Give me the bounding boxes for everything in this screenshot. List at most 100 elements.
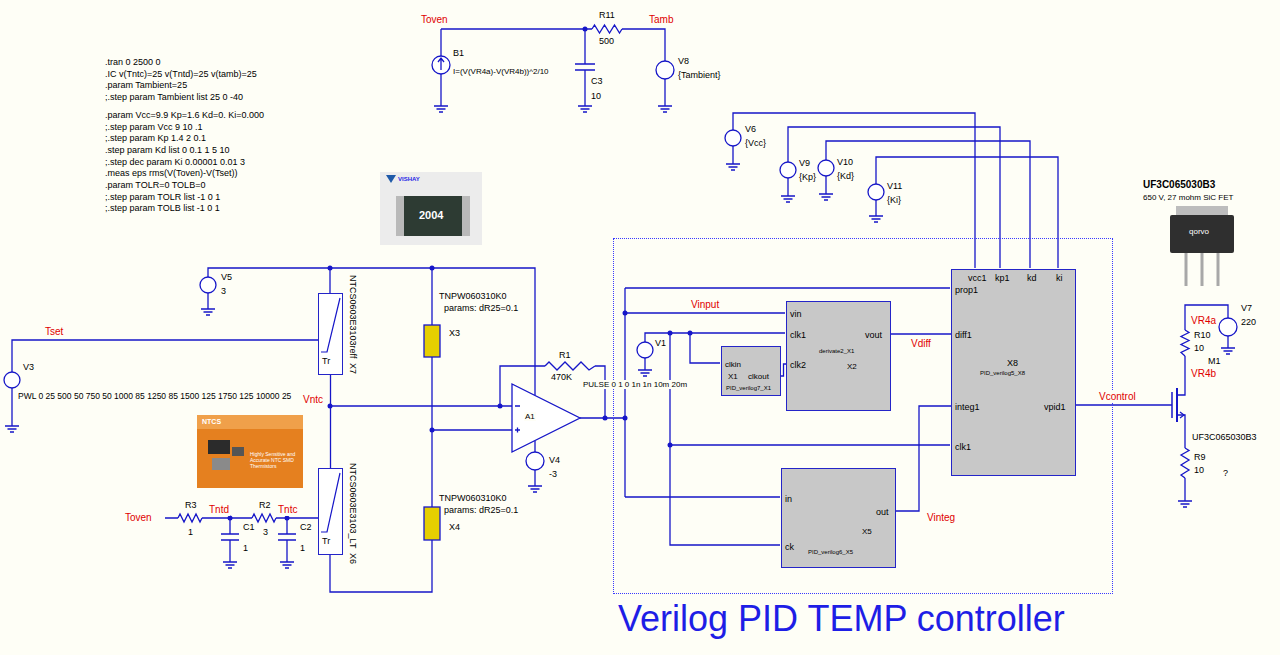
net-label: Tntd bbox=[208, 504, 230, 516]
part-label: A1 bbox=[524, 412, 536, 421]
photo-text: Highly Sensitive and Accurate NTC SMD Th… bbox=[250, 452, 300, 469]
part-label: {Kp} bbox=[798, 172, 817, 182]
part-label: V4 bbox=[548, 455, 561, 465]
part-label: NTCS0603E3103_LT bbox=[348, 462, 358, 549]
net-label: Vcontrol bbox=[1098, 391, 1137, 403]
part-label: R1 bbox=[558, 350, 572, 360]
spice-directive: ;.step param Tambient list 25 0 -40 bbox=[104, 92, 244, 102]
part-label: M1 bbox=[1207, 356, 1222, 366]
ground-symbol bbox=[223, 556, 237, 568]
part-label: 10 bbox=[590, 91, 602, 101]
junction-dot bbox=[623, 311, 628, 316]
pin-label: vcc1 bbox=[968, 273, 987, 283]
wire bbox=[330, 405, 512, 406]
pin-label: clk2 bbox=[790, 360, 806, 370]
pin-label: in bbox=[785, 494, 792, 504]
part-label: ? bbox=[1222, 468, 1229, 478]
net-label: VR4a bbox=[1190, 315, 1217, 327]
wire bbox=[788, 127, 1000, 268]
ground-symbol bbox=[5, 100, 1235, 568]
ground-symbol bbox=[5, 420, 19, 432]
wire bbox=[876, 157, 1058, 268]
net-label: Vinput bbox=[690, 299, 720, 311]
part-label: V7 bbox=[1240, 303, 1253, 313]
spice-directive: ;.step param Vcc 9 10 .1 bbox=[104, 122, 204, 132]
net-label: Vinteg bbox=[926, 512, 956, 524]
part-label: UF3C065030B3 bbox=[1191, 432, 1258, 442]
pin-label: prop1 bbox=[955, 285, 978, 295]
net-label: Tntc bbox=[277, 504, 298, 516]
ground-symbol bbox=[819, 188, 833, 200]
photo-text: qorvo bbox=[1189, 227, 1209, 236]
spice-directive: .IC v(Tntc)=25 v(Tntd)=25 v(tamb)=25 bbox=[104, 69, 258, 79]
resistor-symbol bbox=[592, 25, 622, 33]
ground-symbol bbox=[528, 480, 542, 492]
source-symbol bbox=[526, 452, 544, 470]
part-label: UF3C065030B3 bbox=[1142, 179, 1216, 191]
spice-directive: ;.step dec param Ki 0.00001 0.01 3 bbox=[104, 157, 246, 167]
ground-symbol bbox=[658, 100, 672, 112]
source-symbol bbox=[4, 372, 20, 388]
net-label: Toven bbox=[124, 512, 153, 524]
pin-label: kd bbox=[1027, 273, 1037, 283]
wire-connector bbox=[896, 406, 951, 511]
wire bbox=[441, 28, 592, 29]
component-photo bbox=[232, 447, 244, 456]
wire bbox=[329, 268, 330, 293]
part-label: V10 bbox=[836, 157, 854, 167]
part-label: TNPW060310K0 bbox=[438, 493, 508, 503]
part-label: R9 bbox=[1193, 452, 1207, 462]
component-photo bbox=[396, 196, 404, 236]
resistor-symbol bbox=[252, 514, 276, 522]
pin-label: kp1 bbox=[995, 273, 1010, 283]
wire bbox=[208, 268, 535, 395]
pin-label: ck bbox=[785, 542, 794, 552]
pin-label: clkout bbox=[748, 372, 769, 381]
component-photo bbox=[1170, 215, 1234, 253]
net-label: Tset bbox=[44, 326, 64, 338]
component-photo bbox=[396, 196, 470, 236]
resistor-symbol bbox=[424, 325, 440, 357]
source-symbol bbox=[780, 162, 796, 178]
pin-label: Tr bbox=[322, 536, 330, 546]
junction-dot bbox=[285, 516, 290, 521]
part-label: X7 bbox=[348, 362, 358, 375]
source-symbol bbox=[432, 56, 450, 74]
pin-label: PID_verilog5_X8 bbox=[980, 370, 1025, 377]
part-label: 500 bbox=[598, 36, 615, 46]
source-symbol bbox=[725, 130, 741, 146]
junction-dot bbox=[668, 443, 673, 448]
source-symbol bbox=[4, 56, 1237, 470]
source-symbol bbox=[1219, 318, 1237, 336]
pin-label: integ1 bbox=[955, 402, 980, 412]
component-photo bbox=[386, 175, 396, 183]
junction-dot bbox=[688, 331, 693, 336]
pin-label: X1 bbox=[728, 372, 738, 381]
source-symbol bbox=[656, 61, 674, 79]
ground-symbol bbox=[726, 158, 740, 170]
pin-label: X5 bbox=[862, 527, 872, 536]
wire bbox=[278, 518, 296, 556]
wire bbox=[1177, 305, 1228, 495]
ground-symbol bbox=[434, 100, 448, 112]
wire bbox=[733, 113, 975, 268]
component-photo bbox=[462, 196, 470, 236]
junction-dot bbox=[583, 27, 588, 32]
pin-label: PID_verilog7_X1 bbox=[726, 385, 771, 392]
part-label: V8 bbox=[677, 56, 690, 66]
junction-dot bbox=[228, 27, 693, 521]
component-photo bbox=[1186, 253, 1218, 286]
spice-directive: ;.step param TOLB list -1 0 1 bbox=[104, 203, 221, 213]
wire bbox=[12, 29, 1228, 592]
part-label: PULSE 0 1 0 1n 1n 10m 20m bbox=[582, 380, 688, 389]
spice-directive: .tran 0 2500 0 bbox=[104, 57, 162, 67]
part-label: 1 bbox=[299, 543, 306, 553]
photo-text: NTCS bbox=[202, 418, 221, 426]
pin-label: PID_verilog6_X5 bbox=[808, 549, 853, 556]
pin-label: X8 bbox=[1007, 358, 1018, 368]
component-photo bbox=[212, 458, 230, 470]
junction-dot bbox=[668, 331, 673, 336]
wire-connector bbox=[330, 375, 331, 468]
